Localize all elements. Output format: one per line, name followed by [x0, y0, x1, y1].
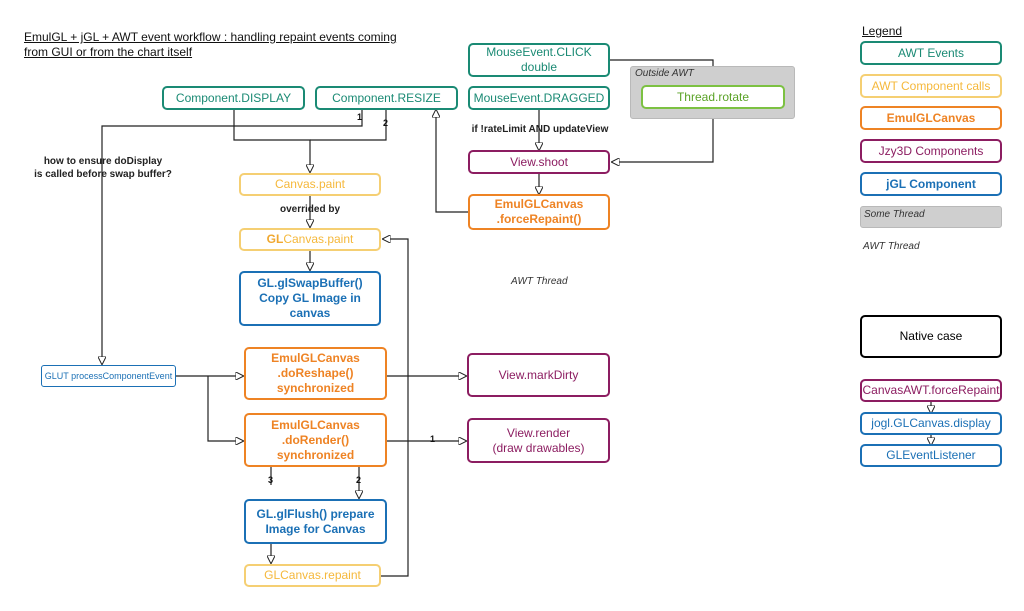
mouse-dragged-node[interactable]: MouseEvent.DRAGGED	[468, 86, 610, 110]
legend-awt-component-calls: AWT Component calls	[860, 74, 1002, 98]
legend-emulglcanvas: EmulGLCanvas	[860, 106, 1002, 130]
legend-awt-events: AWT Events	[860, 41, 1002, 65]
flush-edge-number-2: 2	[356, 475, 362, 485]
native-forcerepaint-node[interactable]: CanvasAWT.forceRepaint	[860, 379, 1002, 402]
edge-resize-to-canvas-paint	[310, 110, 387, 141]
legend-some-thread-label: Some Thread	[864, 209, 925, 220]
diagram-title: EmulGL + jGL + AWT event workflow : hand…	[24, 30, 397, 59]
glcanvas-repaint-node[interactable]: GLCanvas.repaint	[244, 564, 381, 587]
native-gleventlistener-node[interactable]: GLEventListener	[860, 444, 1002, 467]
canvas-paint-node[interactable]: Canvas.paint	[239, 173, 381, 196]
legend-jzy3d-components: Jzy3D Components	[860, 139, 1002, 163]
glcanvas-paint-prefix: GL	[266, 232, 284, 246]
glcanvas-paint-suffix: Canvas.paint	[283, 232, 354, 246]
view-render-node[interactable]: View.render (draw drawables)	[467, 418, 610, 463]
edge-repaint-to-glcanvas-paint	[381, 239, 409, 577]
do-render-node[interactable]: EmulGLCanvas .doRender() synchronized	[244, 413, 387, 467]
awt-thread-label: AWT Thread	[511, 276, 568, 287]
mouse-click-node[interactable]: MouseEvent.CLICK double	[468, 43, 610, 77]
swap-buffer-node[interactable]: GL.glSwapBuffer() Copy GL Image in canva…	[239, 271, 381, 326]
edge-glut-to-render	[207, 376, 243, 441]
rate-limit-label: if !rateLimit AND updateView	[471, 124, 609, 135]
native-glcanvas-display-node[interactable]: jogl.GLCanvas.display	[860, 412, 1002, 435]
component-resize-node[interactable]: Component.RESIZE	[315, 86, 458, 110]
legend-jgl-component: jGL Component	[860, 172, 1002, 196]
legend-awt-thread-label: AWT Thread	[863, 241, 920, 252]
render-edge-number-1: 1	[430, 434, 436, 444]
how-to-ensure-label: how to ensure doDisplay is called before…	[34, 156, 172, 180]
flush-edge-number-3: 3	[268, 475, 274, 485]
thread-rotate-node[interactable]: Thread.rotate	[641, 85, 785, 109]
edge-forcerepaint-to-resize	[436, 110, 468, 213]
glflush-node[interactable]: GL.glFlush() prepare Image for Canvas	[244, 499, 387, 544]
view-markdirty-node[interactable]: View.markDirty	[467, 353, 610, 397]
do-reshape-node[interactable]: EmulGLCanvas .doReshape() synchronized	[244, 347, 387, 400]
resize-edge-number-1: 1	[357, 112, 363, 122]
view-shoot-node[interactable]: View.shoot	[468, 150, 610, 174]
edge-display-to-canvas-paint	[233, 110, 310, 172]
legend-some-thread	[860, 206, 1002, 228]
force-repaint-node[interactable]: EmulGLCanvas .forceRepaint()	[468, 194, 610, 230]
glut-process-node[interactable]: GLUT processComponentEvent	[41, 365, 176, 387]
legend-title: Legend	[862, 24, 903, 38]
edge-resize-to-glut	[102, 110, 363, 364]
outside-awt-label: Outside AWT	[635, 68, 694, 79]
overrided-by-label: overrided by	[279, 204, 341, 215]
component-display-node[interactable]: Component.DISPLAY	[162, 86, 305, 110]
resize-edge-number-2: 2	[383, 118, 389, 128]
native-case-box: Native case	[860, 315, 1002, 358]
edge-rotate-to-shoot	[612, 109, 714, 162]
